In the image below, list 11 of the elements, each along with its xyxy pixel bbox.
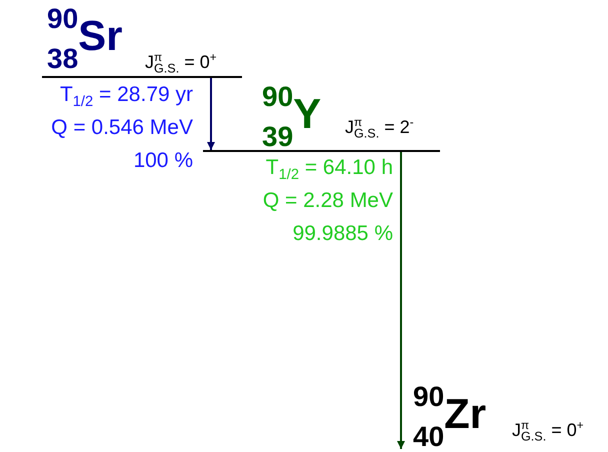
branching-ratio: 100 % xyxy=(133,150,193,171)
spin-parity: J$^{π}$$_{G.S.}$ = 2$^{-}$ xyxy=(345,117,414,140)
spin-parity: J$^{π}$$_{G.S.}$ = 0$^{+}$ xyxy=(145,52,217,76)
half-life: T$_{1/2}$ = 64.10 h xyxy=(266,157,393,183)
spin-parity: J$^{π}$$_{G.S.}$ = 0$^{+}$ xyxy=(512,420,584,444)
q-value: Q = 0.546 MeV xyxy=(51,117,193,138)
q-value: Q = 2.28 MeV xyxy=(262,190,393,211)
half-life: T$_{1/2}$ = 28.79 yr xyxy=(60,84,193,110)
decay-arrow xyxy=(207,78,215,150)
decay-arrow xyxy=(397,152,405,449)
branching-ratio: 99.9885 % xyxy=(292,223,393,244)
